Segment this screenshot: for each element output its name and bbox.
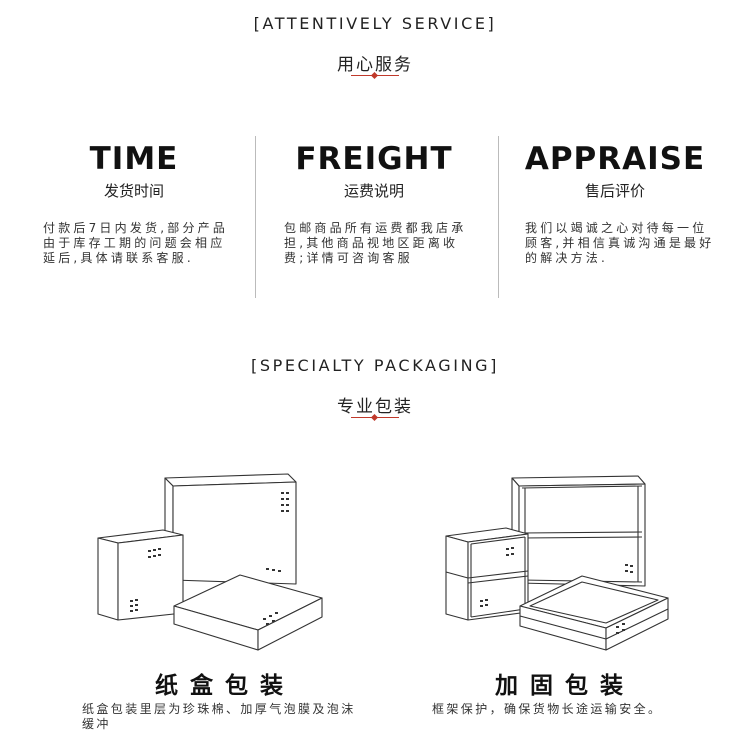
section-title-en: [SPECIALTY PACKAGING] [251,356,499,375]
section-title-cn: 用心服务 [337,55,413,75]
time-subtitle: 发货时间 [103,182,164,200]
section-title-en: [ATTENTIVELY SERVICE] [253,14,497,33]
reinforced-packaging-title: 加固包装 [495,673,635,699]
freight-title: FREIGHT [295,141,453,177]
freight-description: 包邮商品所有运费都我店承担,其他商品视地区距离收费;详情可咨询客服 [284,221,467,265]
reinforced-packaging-description: 框架保护，确保货物长途运输安全。 [432,702,663,716]
column-divider [255,136,256,298]
column-divider [498,136,499,298]
freight-subtitle: 运费说明 [343,182,404,200]
section-title-cn: 专业包装 [337,397,413,417]
appraise-title: APPRAISE [524,141,706,177]
time-description: 付款后7日内发货,部分产品由于库存工期的问题会相应延后,具体请联系客服. [43,221,229,265]
carton-packaging-description: 纸盒包装里层为珍珠棉、加厚气泡膜及泡沫缓冲 [82,702,356,731]
carton-boxes-illustration [97,473,323,651]
appraise-description: 我们以竭诚之心对待每一位顾客,并相信真诚沟通是最好的解决方法. [525,221,715,265]
carton-packaging-title: 纸盒包装 [155,673,295,699]
time-title: TIME [89,141,179,177]
appraise-subtitle: 售后评价 [584,182,645,200]
wooden-crate-illustration [445,475,669,651]
